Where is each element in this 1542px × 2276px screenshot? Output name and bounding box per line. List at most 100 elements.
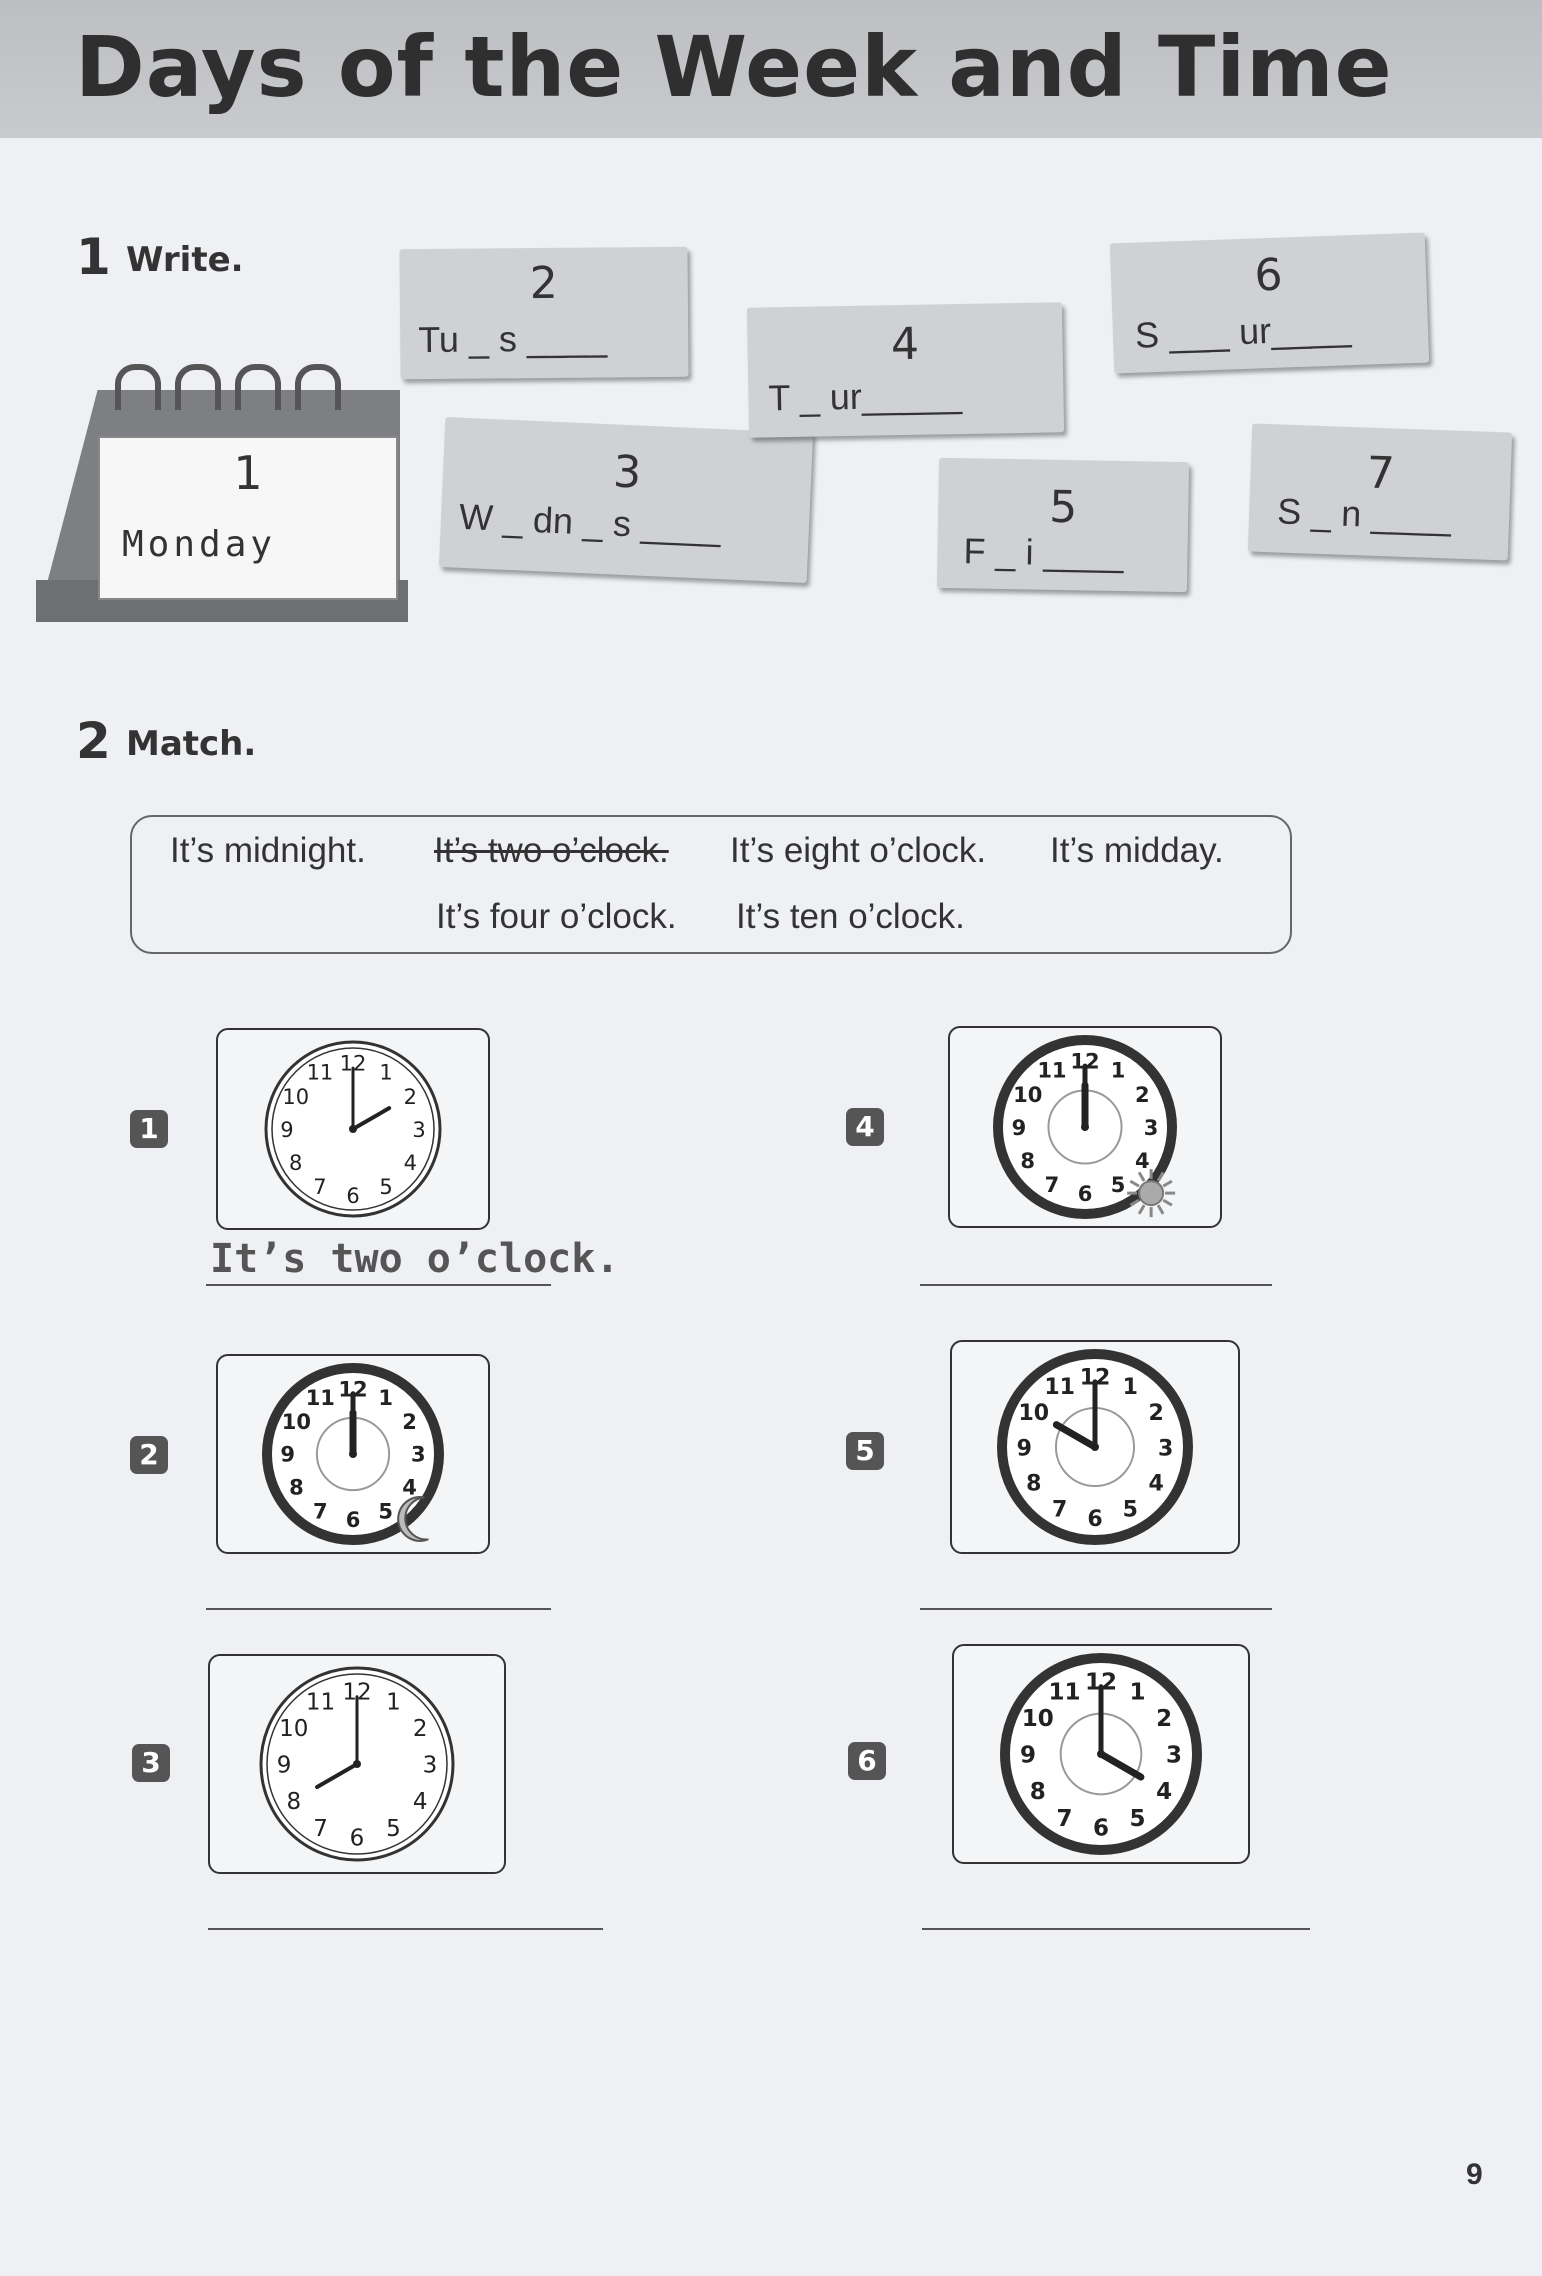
card-number: 4: [890, 318, 920, 371]
item-1-answer: It’s two o’clock.: [210, 1236, 620, 1282]
clock-numeral: 4: [1156, 1779, 1172, 1805]
clock-numeral: 3: [412, 1118, 425, 1142]
clock-numeral: 6: [1078, 1182, 1093, 1206]
clock-numeral: 7: [1057, 1806, 1073, 1832]
card-day-blanks[interactable]: S ___ ur____: [1134, 307, 1352, 356]
clock-center: [1097, 1750, 1105, 1758]
clock-numeral: 8: [289, 1151, 302, 1175]
clock-numeral: 7: [313, 1499, 328, 1523]
clock-numeral: 4: [1149, 1472, 1164, 1497]
hour-hand: [315, 1762, 359, 1790]
sun-icon: [1127, 1169, 1176, 1218]
card-day-blanks[interactable]: W _ dn _ s ____: [458, 495, 722, 549]
item-6-answer-line[interactable]: [922, 1928, 1310, 1930]
item-4-answer-line[interactable]: [920, 1284, 1272, 1286]
card-day-blanks[interactable]: S _ n ____: [1276, 490, 1453, 538]
clock-numeral: 9: [1017, 1436, 1032, 1461]
day-card-6: 6 S ___ ur____: [1109, 232, 1430, 374]
clock-numeral: 2: [413, 1716, 428, 1742]
sun-ray: [1129, 1179, 1140, 1188]
day-card-4: 4 T _ ur_____: [746, 302, 1065, 438]
clock-numeral: 6: [346, 1184, 359, 1208]
item-4-badge: 4: [846, 1108, 884, 1146]
clock-numeral: 8: [1020, 1149, 1035, 1173]
calendar-word-monday: Monday: [122, 524, 277, 565]
clock-numeral: 10: [279, 1716, 308, 1742]
clock-numeral: 4: [402, 1475, 417, 1499]
option-midnight[interactable]: It’s midnight.: [170, 831, 366, 870]
card-number: 2: [529, 257, 558, 310]
sun-ray: [1162, 1198, 1173, 1207]
day-card-2: 2 Tu _ s ____: [399, 246, 689, 380]
option-two-oclock[interactable]: It’s two o’clock.: [434, 831, 669, 870]
sun-ray: [1156, 1204, 1165, 1215]
clock-numeral: 6: [350, 1826, 365, 1852]
clock-numeral: 5: [379, 1175, 392, 1199]
clock-numeral: 10: [1018, 1401, 1049, 1426]
moon-icon: [397, 1495, 429, 1542]
page-number: 9: [1466, 2158, 1483, 2191]
clock-numeral: 10: [282, 1410, 311, 1434]
sun-ray: [1137, 1204, 1146, 1215]
clock-numeral: 6: [1093, 1816, 1109, 1842]
clock-numeral: 5: [386, 1816, 401, 1842]
clock-numeral: 7: [313, 1175, 326, 1199]
clock-numeral: 7: [1052, 1498, 1067, 1523]
calendar-illustration: 1 Monday: [30, 360, 420, 625]
card-number: 6: [1253, 249, 1284, 302]
clock-numeral: 8: [289, 1475, 304, 1499]
calendar-page: 1 Monday: [98, 436, 398, 600]
card-number: 5: [1048, 481, 1078, 534]
clock-numeral: 2: [402, 1410, 417, 1434]
hour-hand: [1097, 1750, 1145, 1781]
item-5-answer-line[interactable]: [920, 1608, 1272, 1610]
clock-numeral: 8: [1030, 1779, 1046, 1805]
clock-numeral: 3: [423, 1753, 438, 1779]
section-1-label: Write.: [126, 240, 244, 280]
item-3-badge: 3: [132, 1744, 170, 1782]
clock-numeral: 9: [1020, 1743, 1036, 1769]
day-card-5: 5 F _ i ____: [936, 457, 1190, 593]
clock-numeral: 2: [1149, 1401, 1164, 1426]
clock-numeral: 2: [1135, 1083, 1150, 1107]
clock-numeral: 11: [1049, 1679, 1081, 1705]
clock-numeral: 11: [1044, 1375, 1075, 1400]
card-day-blanks[interactable]: F _ i ____: [963, 530, 1124, 575]
clock-numeral: 3: [1158, 1436, 1173, 1461]
option-ten-oclock[interactable]: It’s ten o’clock.: [736, 897, 965, 936]
item-6-badge: 6: [848, 1742, 886, 1780]
clock-center: [349, 1125, 357, 1133]
sun-ray: [1129, 1198, 1140, 1207]
item-3-answer-line[interactable]: [208, 1928, 603, 1930]
page-title: Days of the Week and Time: [75, 18, 1393, 116]
clock-center: [353, 1760, 361, 1768]
sun-disc: [1138, 1180, 1165, 1207]
option-eight-oclock[interactable]: It’s eight o’clock.: [730, 831, 987, 870]
clock-numeral: 9: [277, 1753, 292, 1779]
clock-numeral: 9: [280, 1118, 293, 1142]
clock-numeral: 2: [404, 1085, 417, 1109]
item-1-answer-line[interactable]: [206, 1284, 551, 1286]
clock-numeral: 8: [286, 1789, 301, 1815]
clock-center: [349, 1450, 357, 1458]
calendar-number: 1: [233, 446, 263, 500]
clock-numeral: 3: [1166, 1743, 1182, 1769]
clock-center: [1091, 1443, 1099, 1451]
option-four-oclock[interactable]: It’s four o’clock.: [436, 897, 677, 936]
card-day-blanks[interactable]: T _ ur_____: [768, 374, 963, 419]
option-midday[interactable]: It’s midday.: [1050, 831, 1224, 870]
hour-hand: [351, 1106, 392, 1131]
clock-numeral: 5: [1123, 1498, 1138, 1523]
clock-numeral: 7: [1045, 1173, 1060, 1197]
item-2-answer-line[interactable]: [206, 1608, 551, 1610]
clock-numeral: 4: [1135, 1149, 1150, 1173]
card-day-blanks[interactable]: Tu _ s ____: [418, 317, 608, 361]
clock-numeral: 9: [1012, 1116, 1027, 1140]
